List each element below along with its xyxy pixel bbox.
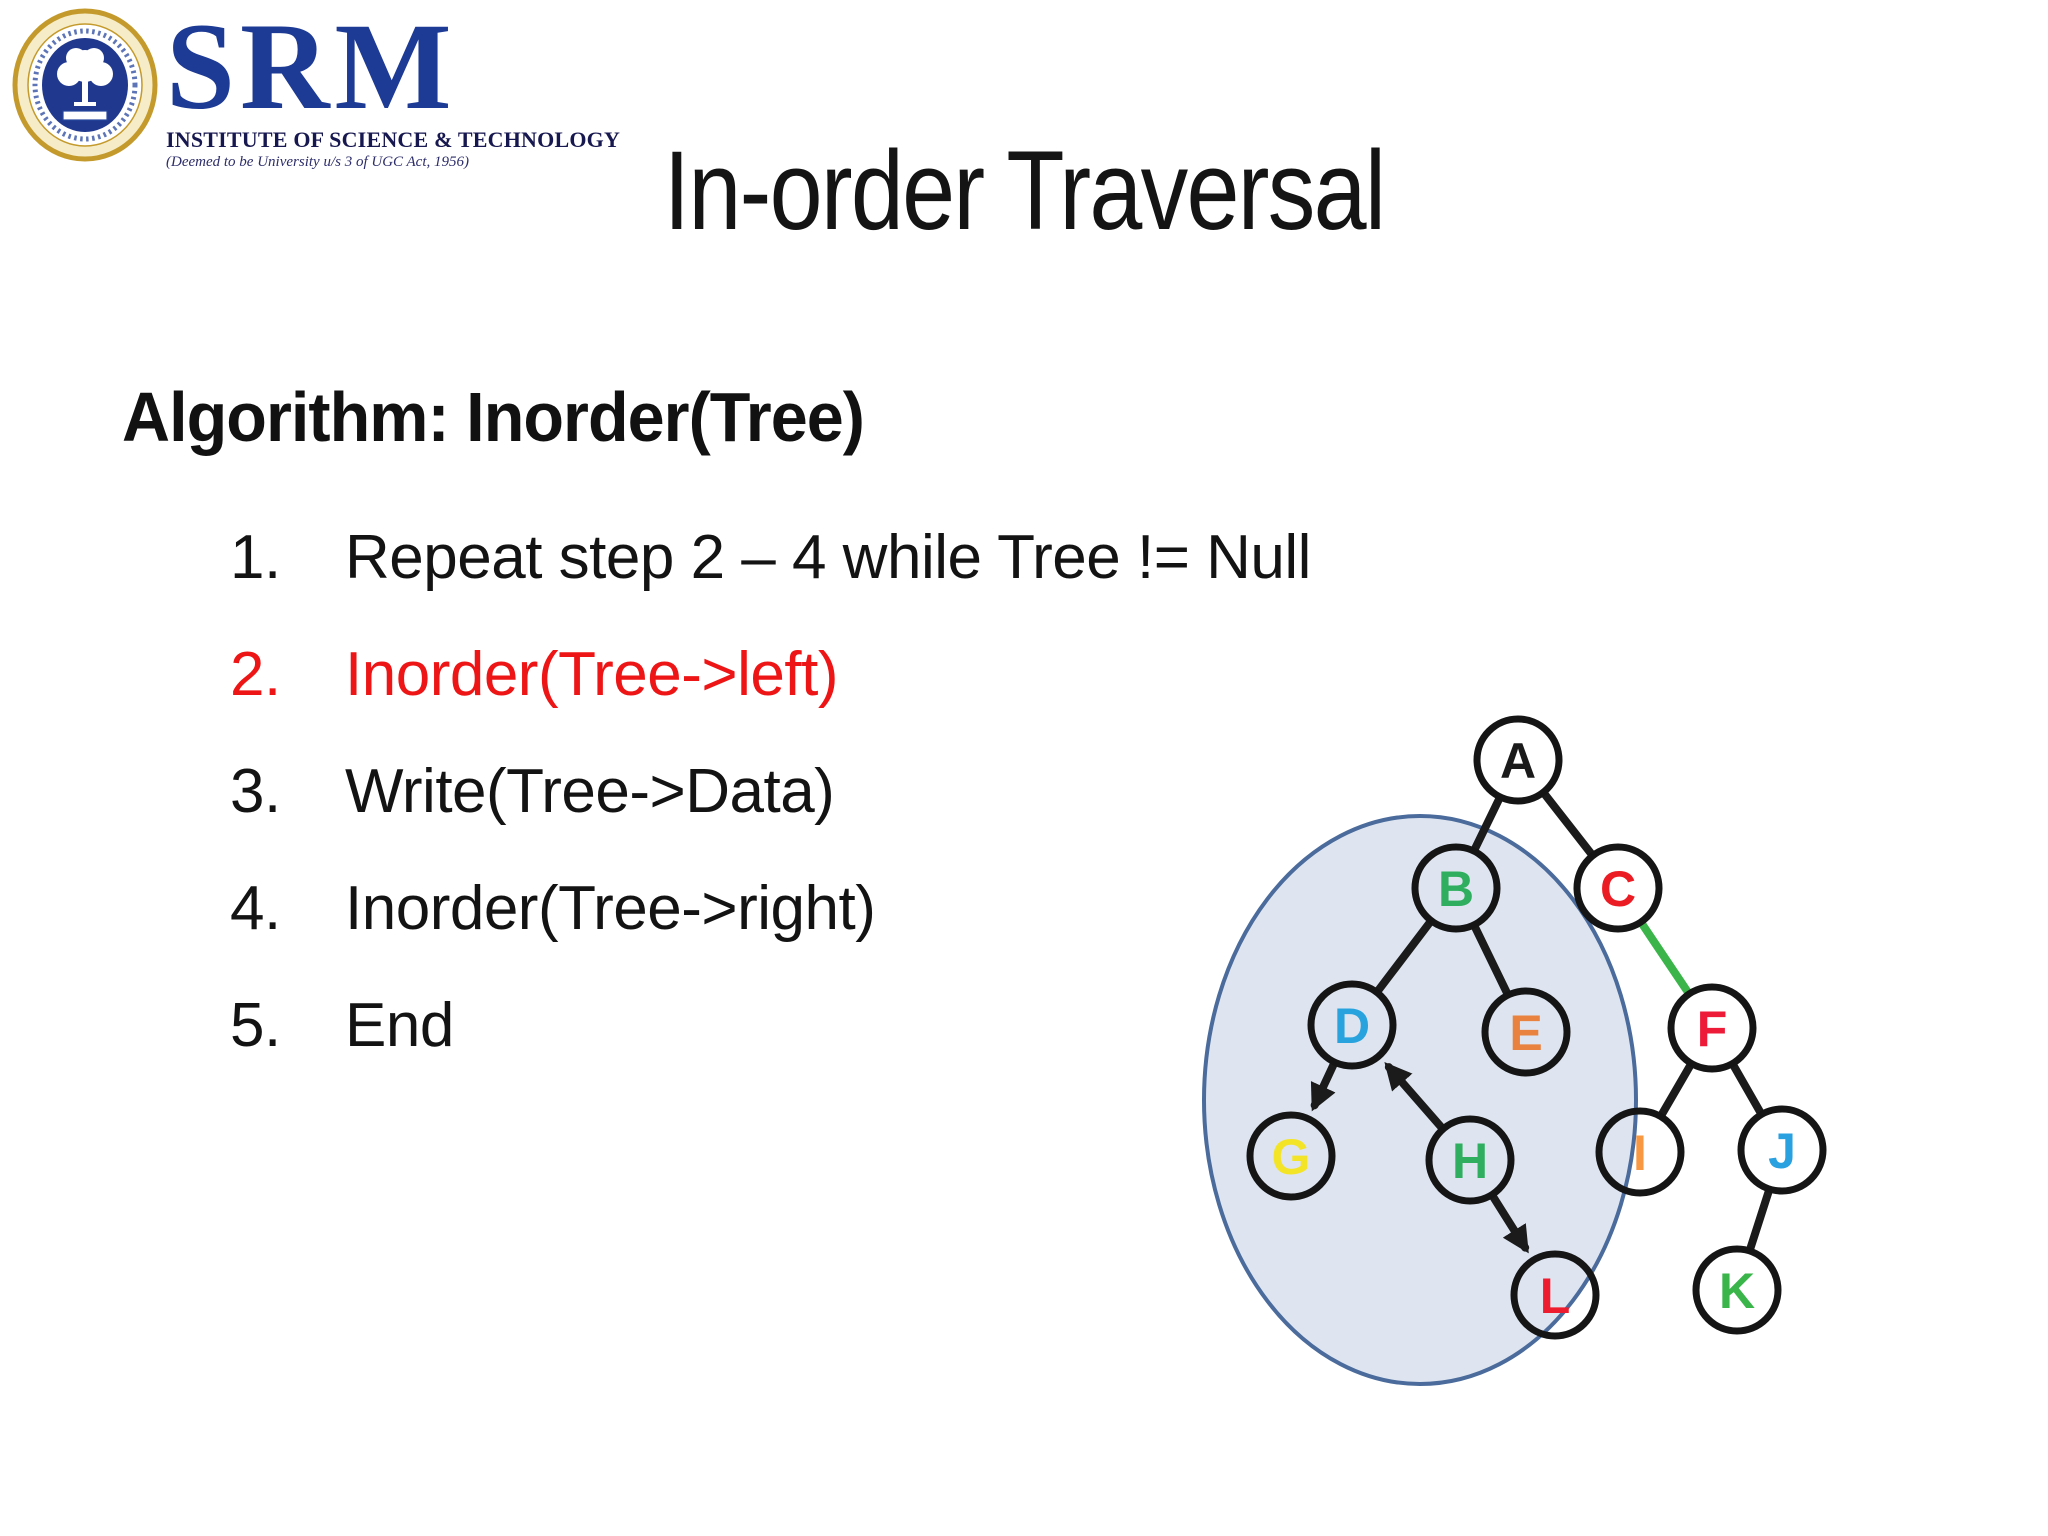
deemed-line: (Deemed to be University u/s 3 of UGC Ac… <box>166 153 469 170</box>
tree-node-label-i: I <box>1633 1125 1647 1181</box>
step-text: Repeat step 2 – 4 while Tree != Null <box>345 523 1311 592</box>
tree-node-i <box>1595 1107 1685 1197</box>
institute-name: INSTITUTE OF SCIENCE & TECHNOLOGY <box>166 126 621 152</box>
tree-node-e <box>1481 987 1571 1077</box>
tree-node-f <box>1667 983 1757 1073</box>
tree-node-b <box>1411 843 1501 933</box>
tree-edge-f-j <box>1729 1061 1765 1117</box>
algorithm-steps: 1. Repeat step 2 – 4 while Tree != Null 2.… <box>230 499 1311 1084</box>
tree-node-a <box>1473 715 1563 805</box>
algorithm-step: 4. Inorder(Tree->right) <box>230 850 1311 967</box>
tree-edge-d-g <box>1310 1059 1338 1112</box>
algorithm-step: 5. End <box>230 967 1311 1084</box>
emblem-banner <box>62 110 108 121</box>
tree-edge-h-d <box>1384 1062 1446 1132</box>
tree-node-l <box>1510 1250 1600 1340</box>
tree-edge-j-k <box>1746 1186 1773 1254</box>
tree-node-label-k: K <box>1719 1263 1755 1319</box>
tree-node-k <box>1692 1245 1782 1335</box>
step-number: 4. <box>230 874 281 943</box>
tree-node-label-g: G <box>1272 1129 1311 1185</box>
step-number: 1. <box>230 523 281 592</box>
tree-edge-a-b <box>1470 794 1504 854</box>
emblem-tree-icon <box>57 48 113 106</box>
tree-edge-b-d <box>1373 918 1435 995</box>
algorithm-step: 2. Inorder(Tree->left) <box>230 616 1311 733</box>
tree-edge-f-i <box>1657 1061 1695 1119</box>
step-number: 5. <box>230 991 281 1060</box>
step-text: Write(Tree->Data) <box>345 757 835 826</box>
emblem-ring-text <box>32 28 138 142</box>
tree-edge-c-f <box>1637 919 1693 997</box>
tree-node-label-b: B <box>1438 861 1474 917</box>
tree-node-label-d: D <box>1334 998 1370 1054</box>
algorithm-step: 3. Write(Tree->Data) <box>230 733 1311 850</box>
step-text: Inorder(Tree->left) <box>345 640 838 709</box>
tree-node-d <box>1307 980 1397 1070</box>
tree-node-g <box>1246 1111 1336 1201</box>
algorithm-heading: Algorithm: Inorder(Tree) <box>122 378 865 456</box>
tree-node-h <box>1425 1115 1515 1205</box>
tree-node-j <box>1737 1105 1827 1195</box>
tree-node-label-a: A <box>1500 733 1536 789</box>
tree-node-label-j: J <box>1768 1123 1796 1179</box>
tree-edge-a-c <box>1540 789 1596 859</box>
tree-edge-b-e <box>1470 922 1512 998</box>
tree-node-label-e: E <box>1509 1005 1542 1061</box>
step-text: Inorder(Tree->right) <box>345 874 876 943</box>
srm-emblem-icon <box>12 8 158 162</box>
tree-node-label-f: F <box>1697 1001 1728 1057</box>
step-number: 3. <box>230 757 281 826</box>
logo-text: SRM INSTITUTE OF SCIENCE & TECHNOLOGY (D… <box>166 0 621 171</box>
tree-node-label-c: C <box>1600 861 1636 917</box>
srm-logo: SRM INSTITUTE OF SCIENCE & TECHNOLOGY (D… <box>10 0 621 171</box>
tree-node-label-h: H <box>1452 1133 1488 1189</box>
tree-edge-h-l <box>1488 1192 1530 1254</box>
algorithm-step: 1. Repeat step 2 – 4 while Tree != Null <box>230 499 1311 616</box>
step-text: End <box>345 991 454 1060</box>
slide-title: In-order Traversal <box>663 128 1386 253</box>
step-number: 2. <box>230 640 281 709</box>
tree-node-c <box>1573 843 1663 933</box>
tree-node-label-l: L <box>1540 1268 1571 1324</box>
srm-wordmark: SRM <box>166 0 457 135</box>
